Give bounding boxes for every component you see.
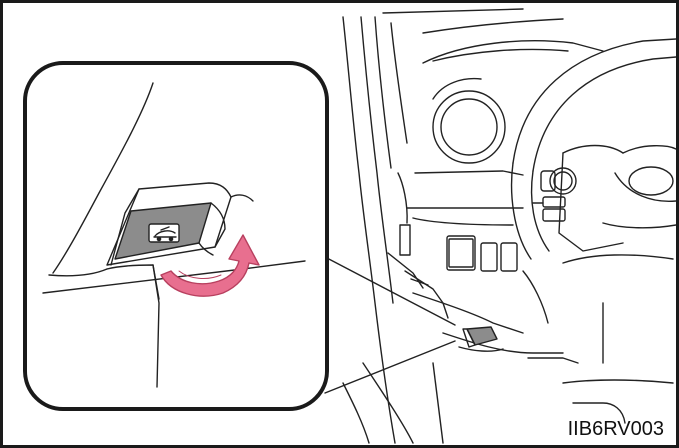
car-interior-illustration xyxy=(3,3,676,445)
figure-code-label: IIB6RV003 xyxy=(568,418,664,441)
dashboard-drawing xyxy=(343,9,673,443)
inset-callout xyxy=(25,63,327,409)
steering-wheel-drawing xyxy=(512,39,676,259)
